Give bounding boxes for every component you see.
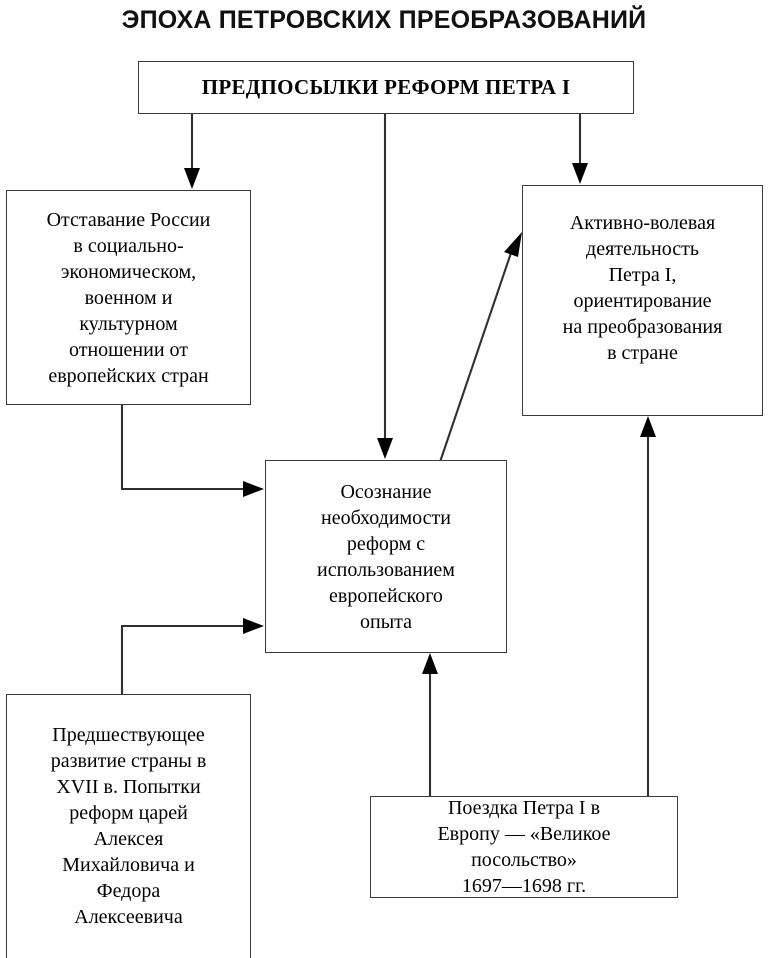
node-awareness-of-need[interactable]: Осознание необходимости реформ с использ… xyxy=(265,460,507,653)
edge-lag-to-awareness xyxy=(120,405,264,497)
node-russia-lag-label: Отставание России в социально- экономиче… xyxy=(46,208,211,387)
edge-premises-to-activity xyxy=(572,114,588,184)
node-premises-label: ПРЕДПОСЫЛКИ РЕФОРМ ПЕТРА I xyxy=(201,74,571,99)
node-grand-embassy-trip-label: Поездка Петра I в Европу — «Великое посо… xyxy=(437,797,611,897)
page-title: ЭПОХА ПЕТРОВСКИХ ПРЕОБРАЗОВАНИЙ xyxy=(121,6,647,34)
edge-trip-to-activity xyxy=(640,416,656,796)
edge-premises-to-awareness xyxy=(377,114,393,459)
edge-previous-to-awareness xyxy=(120,618,264,694)
node-russia-lag[interactable]: Отставание России в социально- экономиче… xyxy=(6,190,251,405)
edge-trip-to-awareness xyxy=(422,653,438,796)
node-awareness-label: Осознание необходимости реформ с использ… xyxy=(317,480,455,633)
node-peter-activity-label: Активно-волевая деятельность Петра I, ор… xyxy=(562,211,723,364)
edge-premises-to-lag xyxy=(184,114,200,189)
node-previous-development-label: Предшествующее развитие страны в XVII в.… xyxy=(50,724,207,928)
node-premises-of-reforms[interactable]: ПРЕДПОСЫЛКИ РЕФОРМ ПЕТРА I xyxy=(138,61,634,114)
node-peter-activity[interactable]: Активно-волевая деятельность Петра I, ор… xyxy=(522,185,763,416)
node-grand-embassy-trip[interactable]: Поездка Петра I в Европу — «Великое посо… xyxy=(370,796,678,898)
node-previous-development[interactable]: Предшествующее развитие страны в XVII в.… xyxy=(6,694,251,958)
edge-awareness-to-activity xyxy=(439,232,522,463)
